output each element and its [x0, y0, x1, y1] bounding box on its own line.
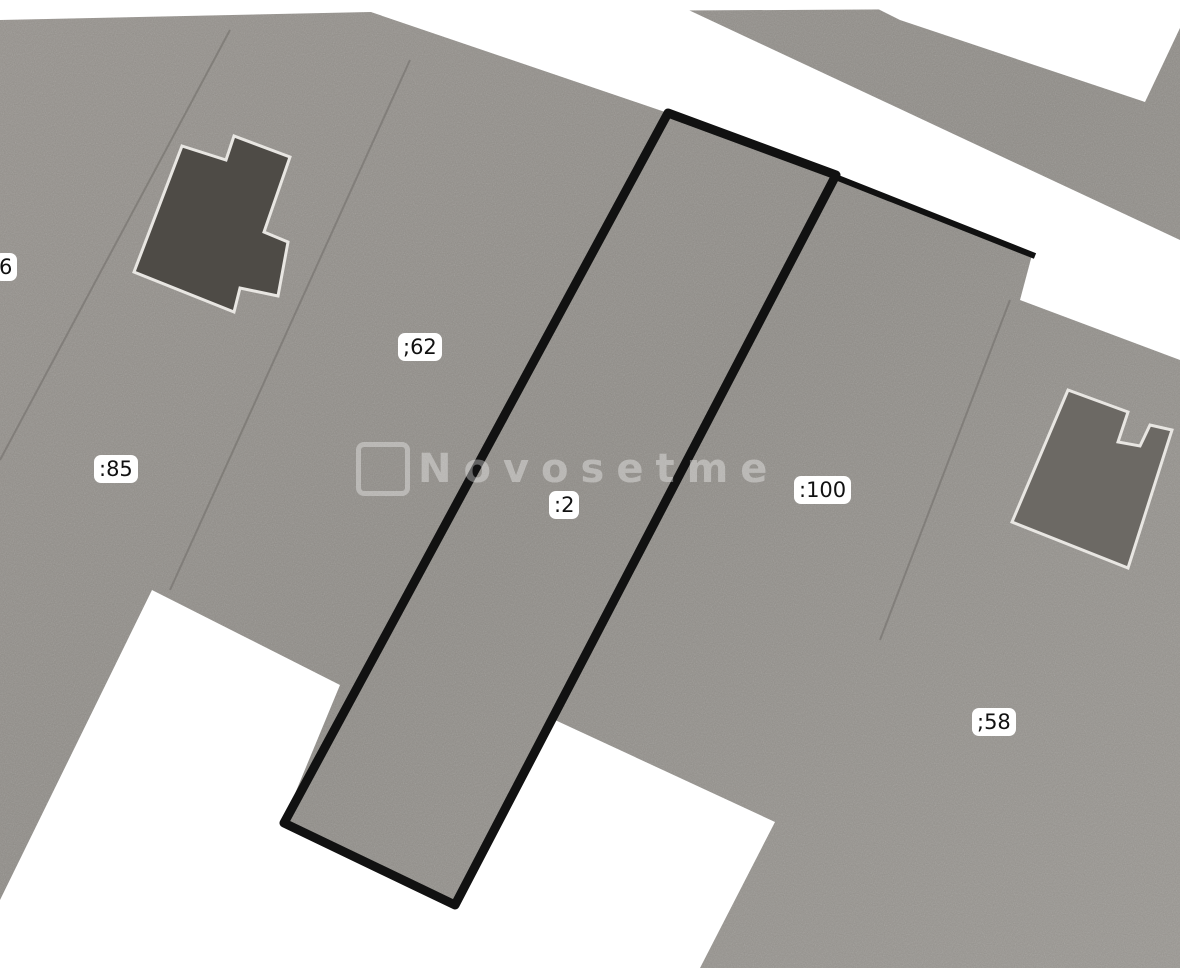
parcel-label-2[interactable]: :2	[549, 491, 580, 519]
road-top-right	[860, 0, 1180, 102]
parcel-label-58[interactable]: ;58	[972, 708, 1016, 736]
building-right	[1010, 388, 1174, 570]
parcel-boundaries	[0, 29, 1011, 641]
n-logo-icon	[356, 442, 410, 496]
watermark: Novosetme	[356, 442, 816, 502]
boundary-line	[169, 59, 411, 591]
parcel-label-6[interactable]: 6	[0, 253, 18, 281]
road-bottom-left	[0, 590, 775, 968]
boundary-line	[0, 29, 231, 461]
building-left	[132, 134, 292, 315]
highlighted-parcel-outline	[279, 108, 841, 910]
parcel-label-62[interactable]: ;62	[398, 333, 442, 361]
neighbor-boundary	[836, 175, 1037, 259]
boundary-line	[879, 299, 1011, 641]
watermark-text: Novosetme	[418, 446, 780, 492]
parcel-label-100[interactable]: :100	[794, 476, 852, 504]
parcel-label-85[interactable]: :85	[94, 455, 138, 483]
road-diagonal	[365, 6, 1180, 360]
